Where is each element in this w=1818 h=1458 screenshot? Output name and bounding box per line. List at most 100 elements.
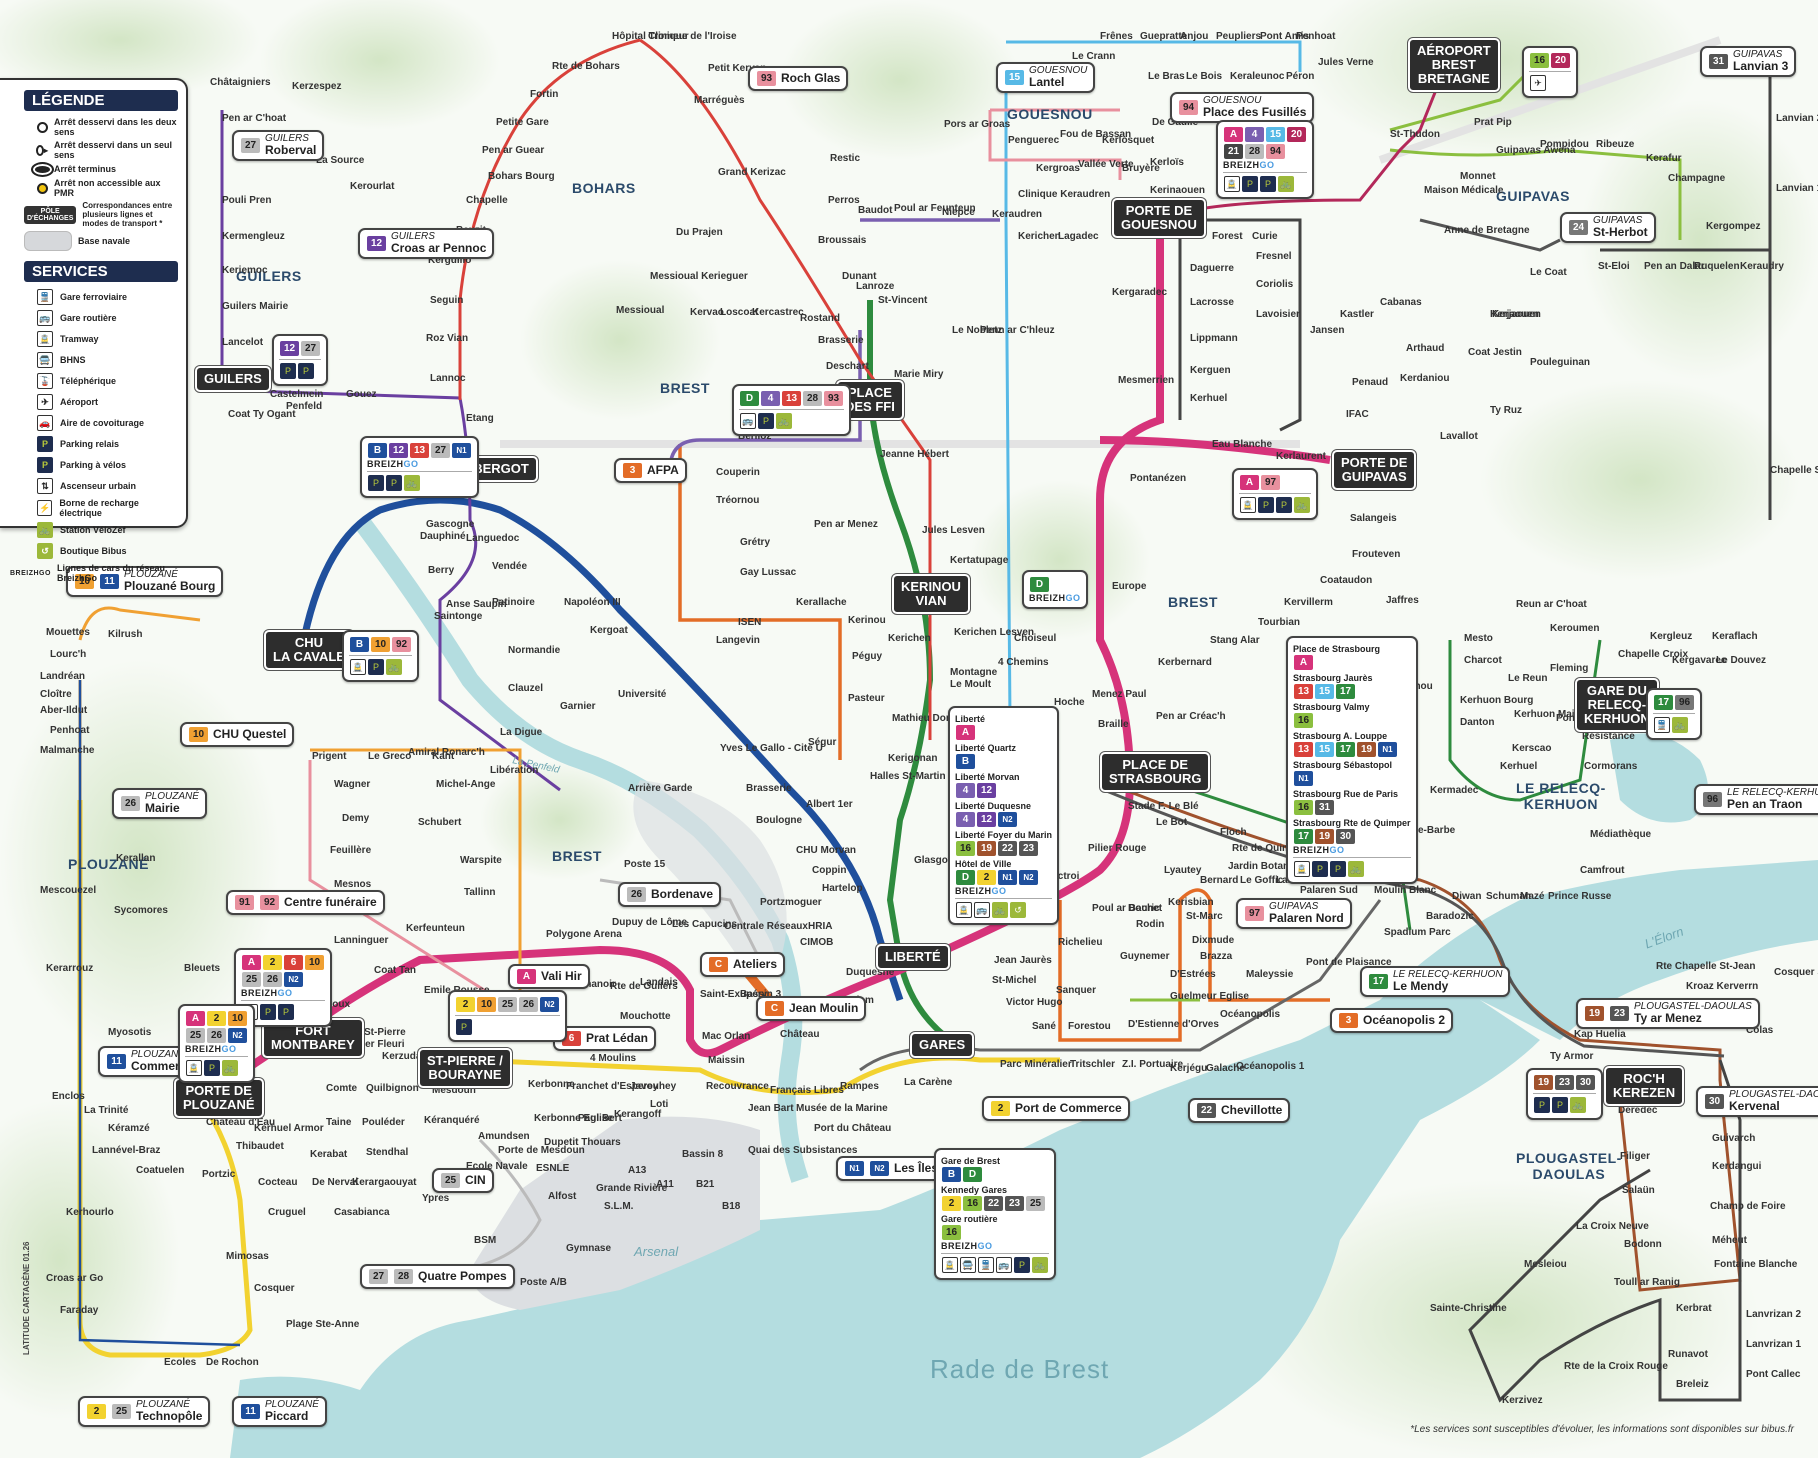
stop-label[interactable]: Comte	[326, 1083, 358, 1094]
stop-label[interactable]: Forest	[1212, 231, 1243, 242]
stop-label[interactable]: Mimosas	[226, 1251, 269, 1262]
stop-label[interactable]: Kerdangui	[1712, 1161, 1762, 1172]
stop-label[interactable]: Mathieu Donnart	[892, 713, 971, 724]
line-badge-93[interactable]: 93	[757, 71, 776, 86]
stop-label[interactable]: Kéramzé	[108, 1123, 150, 1134]
line-badge-26[interactable]: 26	[519, 997, 538, 1012]
line-badge-25[interactable]: 25	[498, 997, 517, 1012]
line-badge-97[interactable]: 97	[1261, 475, 1280, 490]
line-badge-17[interactable]: 17	[1294, 829, 1313, 844]
stop-label[interactable]: Hoche	[1054, 697, 1085, 708]
stop-label[interactable]: Gymnase	[566, 1243, 612, 1254]
stop-label[interactable]: Pont de Plaisance	[1306, 957, 1392, 968]
stop-label[interactable]: Anjou	[1180, 31, 1209, 42]
stop-label[interactable]: Lanroze	[856, 281, 895, 292]
line-badge-25[interactable]: 25	[242, 972, 261, 987]
stop-label[interactable]: Montagne	[950, 667, 998, 678]
stop-label[interactable]: Kergroas	[1036, 163, 1080, 174]
stop-label[interactable]: Le Nobletz	[952, 325, 1003, 336]
stop-label[interactable]: Penhoat	[50, 725, 90, 736]
stop-label[interactable]: Pasteur	[848, 693, 885, 704]
line-badge-17[interactable]: 17	[1336, 684, 1355, 699]
stop-label[interactable]: B18	[722, 1201, 741, 1212]
stop-label[interactable]: De Rochon	[206, 1357, 259, 1368]
stop-label[interactable]: Kerargaouyat	[352, 1177, 417, 1188]
stop-label[interactable]: Frouteven	[1352, 549, 1401, 560]
stop-label[interactable]: Portzmoguer	[760, 897, 822, 908]
line-badge-N2[interactable]: N2	[228, 1028, 247, 1043]
line-badge-19[interactable]: 19	[1357, 742, 1376, 757]
stop-label[interactable]: Mesleiou	[1524, 1259, 1567, 1270]
hub-porte-de-gouesnou[interactable]: PORTE DE GOUESNOU	[1112, 198, 1206, 239]
stop-label[interactable]: Chapelle	[466, 195, 508, 206]
stop-label[interactable]: Panier Fleuri	[344, 1039, 405, 1050]
stop-label[interactable]: Kervao	[690, 307, 724, 318]
hub-porte-de-plouzane[interactable]: PORTE DE PLOUZANÉ	[174, 1078, 264, 1119]
stop-label[interactable]: Kerlosquet	[1102, 135, 1155, 146]
stop-label[interactable]: Penguerec	[1008, 135, 1060, 146]
line-badge-A[interactable]: A	[1240, 475, 1259, 490]
stop-label[interactable]: Boulogne	[756, 815, 803, 826]
stop-label[interactable]: Jules Verne	[1318, 57, 1374, 68]
stop-label[interactable]: Kerallache	[796, 597, 847, 608]
stop-label[interactable]: Gay Lussac	[740, 567, 797, 578]
stop-label[interactable]: Poste A/B	[520, 1277, 567, 1288]
line-badge-B[interactable]: B	[368, 443, 387, 458]
stop-label[interactable]: Prince Russe	[1548, 891, 1612, 902]
line-badge-D[interactable]: D	[740, 391, 759, 406]
stop-label[interactable]: Etang	[466, 413, 494, 424]
line-badge-12[interactable]: 12	[367, 235, 386, 251]
stop-label[interactable]: Prigent	[312, 751, 347, 762]
stop-label[interactable]: Kerzivez	[1502, 1395, 1543, 1406]
stop-label[interactable]: Parc Minéralier	[1000, 1059, 1072, 1070]
stop-label[interactable]: Kerourlat	[350, 181, 395, 192]
line-badge-19[interactable]: 19	[1585, 1005, 1604, 1021]
stop-label[interactable]: Kergoat	[590, 625, 628, 636]
stop-label[interactable]: Le Goffic	[1240, 875, 1284, 886]
stop-label[interactable]: Restic	[830, 153, 861, 164]
stop-label[interactable]: Mouettes	[46, 627, 90, 638]
stop-label[interactable]: Broussais	[818, 235, 867, 246]
stop-label[interactable]: Méheut	[1712, 1235, 1747, 1246]
stop-label[interactable]: BSM	[474, 1235, 497, 1246]
stop-label[interactable]: Castelmein	[270, 389, 324, 400]
stop-label[interactable]: Penhoat	[1296, 31, 1336, 42]
line-badge-N1[interactable]: N1	[1378, 742, 1397, 757]
line-badge-31[interactable]: 31	[1709, 53, 1728, 69]
stop-label[interactable]: Aber-Ildut	[40, 705, 88, 716]
stop-label[interactable]: Cloître	[40, 689, 72, 700]
stop-label[interactable]: Coatuelen	[136, 1165, 185, 1176]
stop-label[interactable]: Kerinou	[848, 615, 886, 626]
stop-label[interactable]: Kermadec	[1430, 785, 1479, 796]
stop-label[interactable]: Salangeis	[1350, 513, 1397, 524]
line-badge-4[interactable]: 4	[956, 783, 975, 798]
stop-label[interactable]: Kermengleuz	[222, 231, 285, 242]
stop-label[interactable]: Lagadec	[1058, 231, 1099, 242]
stop-label[interactable]: Coppin	[812, 865, 847, 876]
line-badge-2[interactable]: 2	[977, 870, 996, 885]
stop-label[interactable]: Arthaud	[1406, 343, 1445, 354]
line-badge-15[interactable]: 15	[1315, 742, 1334, 757]
line-badge-19[interactable]: 19	[1315, 829, 1334, 844]
stop-label[interactable]: Cormorans	[1584, 761, 1638, 772]
stop-label[interactable]: Keroumen	[1550, 623, 1600, 634]
stop-label[interactable]: Jardin Botanique	[1228, 861, 1310, 872]
line-badge-B[interactable]: B	[942, 1167, 961, 1182]
line-badge-26[interactable]: 26	[627, 887, 646, 902]
stop-label[interactable]: La Carène	[904, 1077, 953, 1088]
stop-label[interactable]: Gascogne	[426, 519, 475, 530]
stop-label[interactable]: Libération	[490, 765, 539, 776]
stop-label[interactable]: Cosquer St-Jean	[1774, 967, 1818, 978]
line-badge-2[interactable]: 2	[942, 1196, 961, 1211]
stop-label[interactable]: Bruyère	[1122, 163, 1160, 174]
stop-label[interactable]: St-Michel	[992, 975, 1037, 986]
stop-label[interactable]: Kerbonne Eglise	[534, 1113, 613, 1124]
stop-label[interactable]: Choiseul	[1014, 633, 1057, 644]
stop-label[interactable]: Clinique Keraudren	[1018, 189, 1111, 200]
stop-label[interactable]: ISEN	[738, 617, 762, 628]
stop-label[interactable]: Keraleunoc	[1230, 71, 1285, 82]
stop-label[interactable]: Mesto	[1464, 633, 1493, 644]
